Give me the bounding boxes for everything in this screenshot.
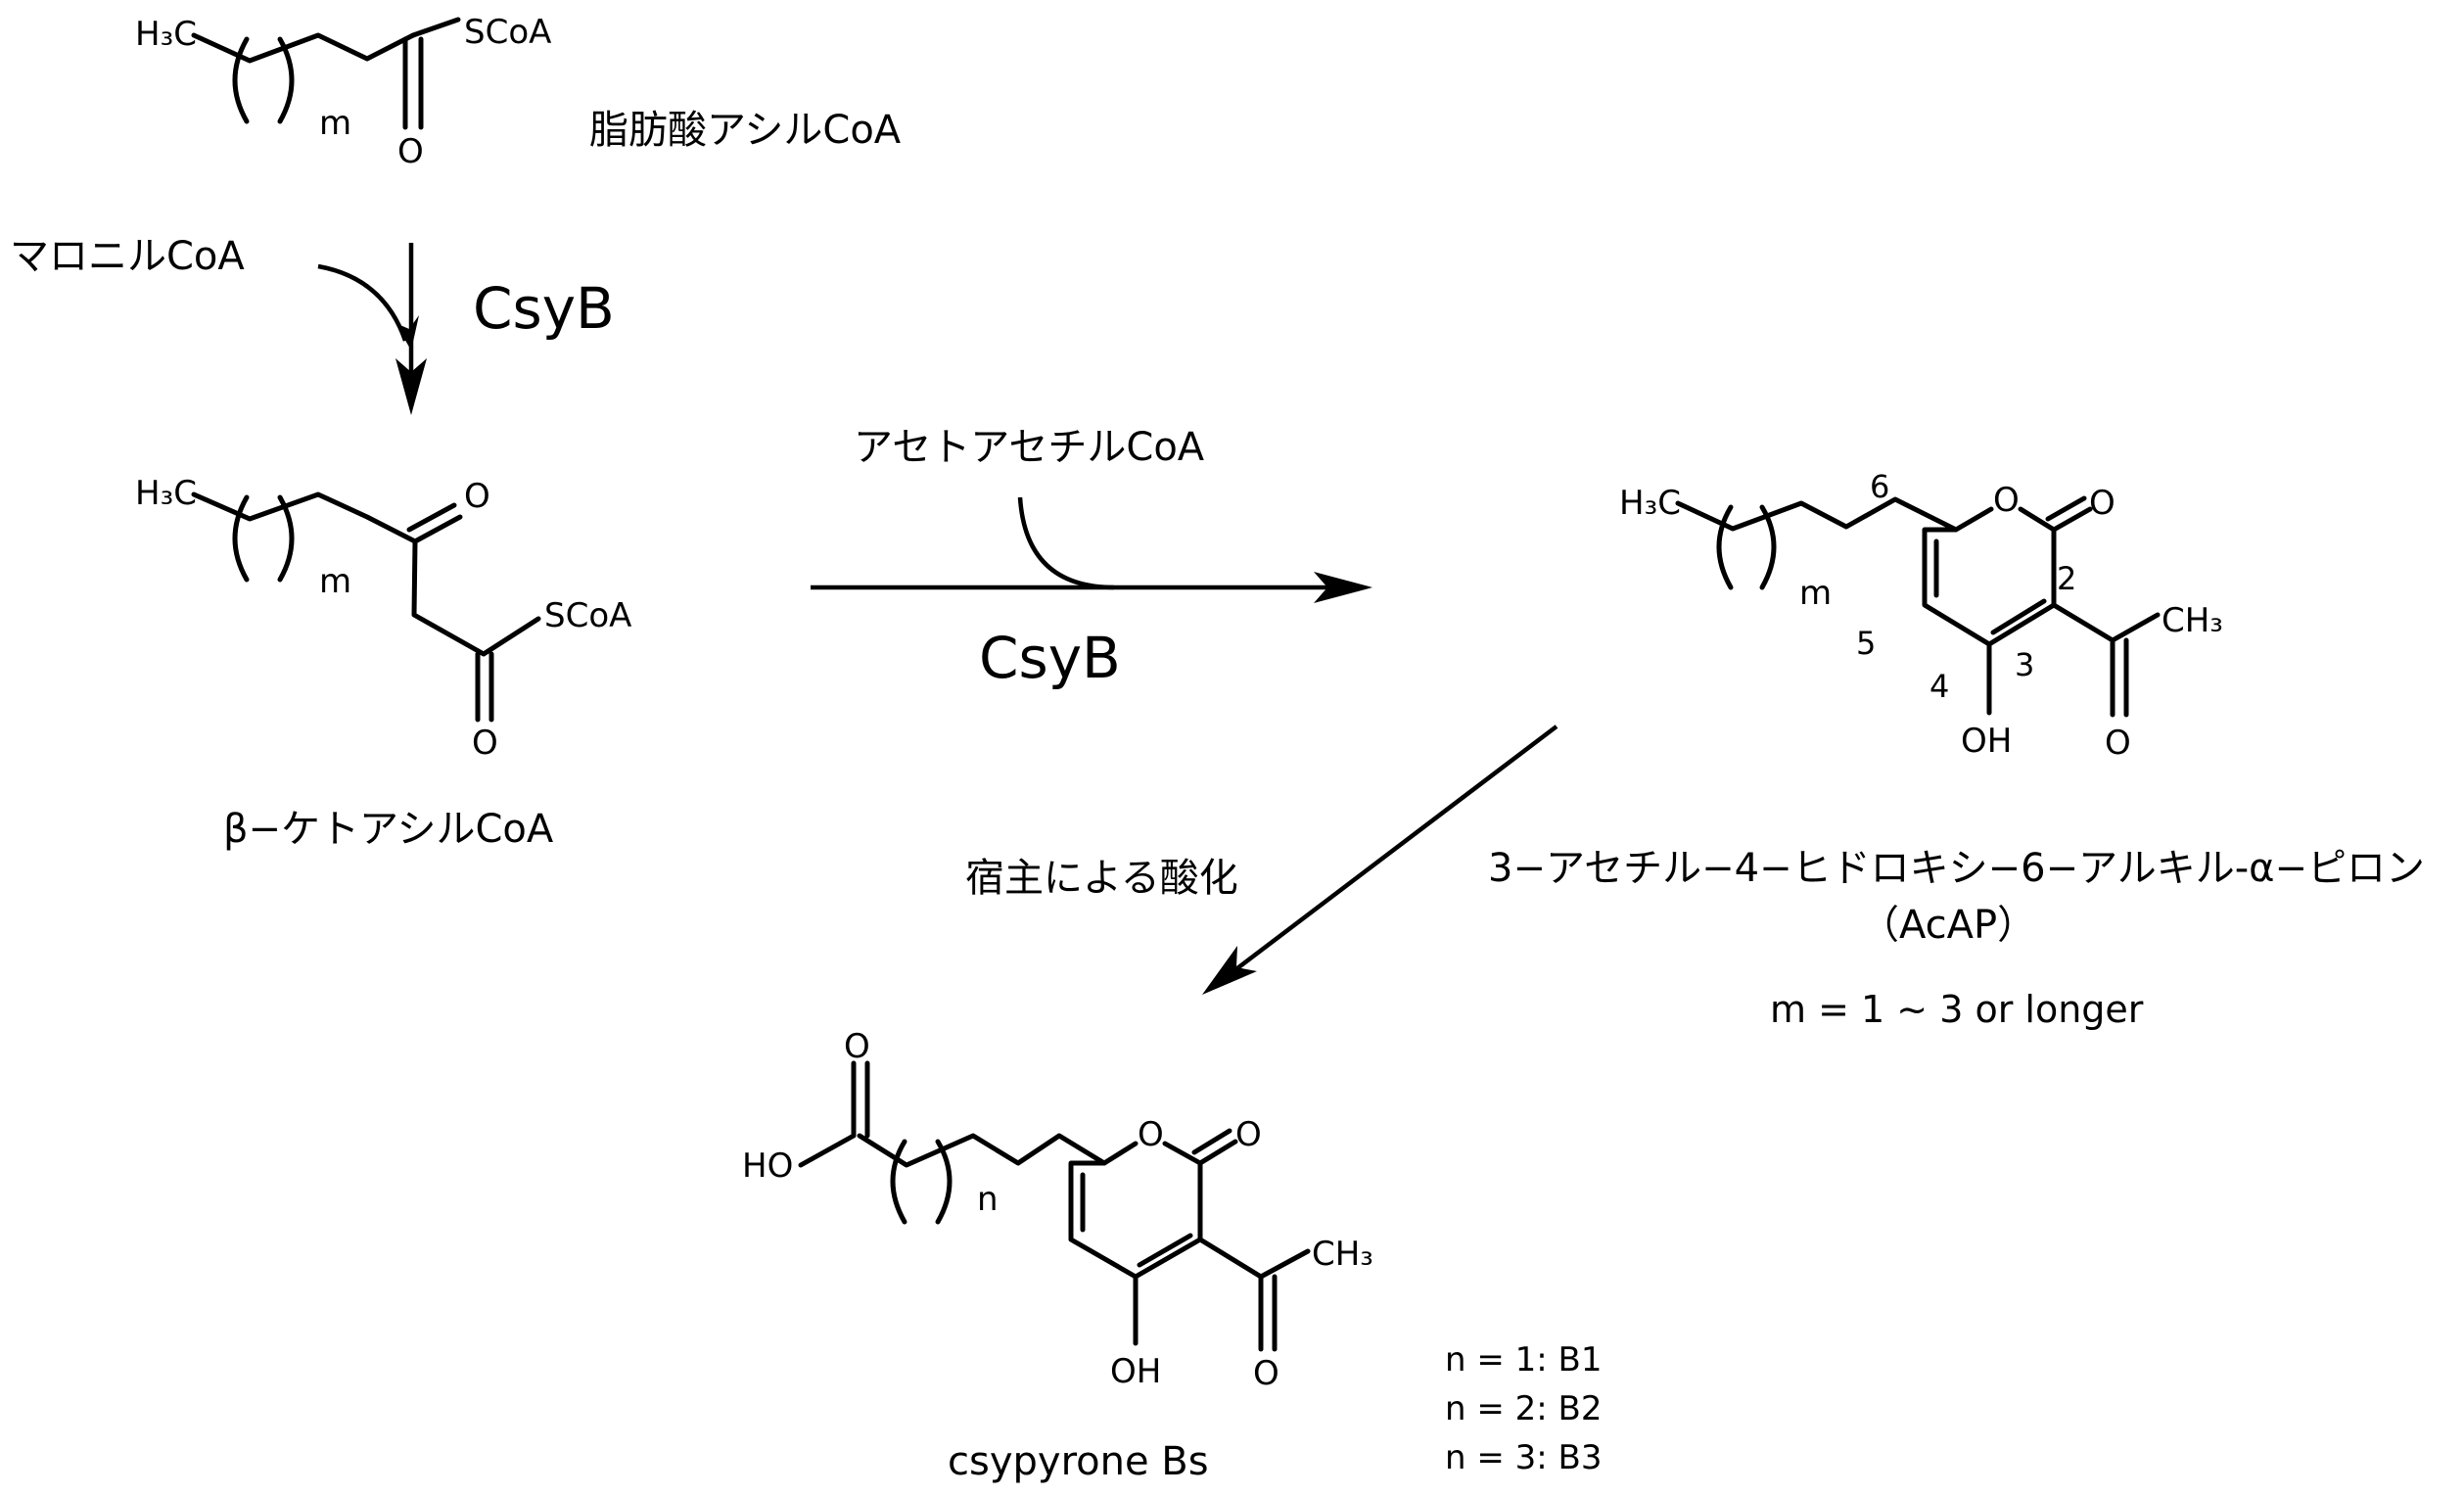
- csypyrone-ring: [1068, 1141, 1203, 1280]
- fatty-acyl-coa-label: 脂肪酸アシルCoA: [589, 108, 902, 153]
- acap-ch3: CH₃: [2162, 601, 2223, 640]
- csypyrone-oh: OH: [1110, 1352, 1161, 1391]
- csypyrone-ch3: CH₃: [1312, 1235, 1373, 1274]
- step2-reagent: アセトアセチルCoA: [854, 425, 1205, 470]
- acap-acetyl: [2051, 602, 2161, 718]
- step2-enzyme: CsyB: [979, 625, 1121, 691]
- step1-arrow-head: [395, 358, 427, 415]
- csypyrone-name: csypyrone Bs: [948, 1439, 1209, 1484]
- acap-ring-bond-c3c4: [1990, 598, 2047, 635]
- step2-arrow: アセトアセチルCoA CsyB: [811, 425, 1372, 691]
- acap-carbonyl-o: O: [2089, 484, 2115, 523]
- acap-pos6: 6: [1870, 468, 1889, 505]
- acap-abbr: （AcAP）: [1860, 903, 2036, 948]
- step1-enzyme: CsyB: [473, 275, 615, 342]
- step3-arrow: 宿主による酸化: [965, 725, 1558, 995]
- acap-h3c: H₃C: [1619, 484, 1681, 523]
- acap-name: 3−アセチル−4−ヒドロキシ−6−アルキル-α−ピロン: [1488, 846, 2425, 891]
- keto-acyl-h3c: H₃C: [135, 474, 197, 513]
- fatty-acyl-paren-right: [277, 36, 295, 124]
- csypyrone-paren-left: [890, 1139, 907, 1225]
- fatty-acyl-paren-left: [232, 36, 250, 124]
- acap-paren-right: [1759, 504, 1777, 590]
- fatty-acyl-skeleton: [191, 32, 416, 64]
- csypyrone-ring-carbonyl: [1191, 1128, 1238, 1166]
- csypyrone-acetyl: [1197, 1237, 1311, 1352]
- acap-ring: [1922, 506, 2057, 647]
- keto-acyl-o-top: O: [464, 477, 490, 516]
- step1-arrow: マロニルCoA CsyB: [10, 234, 615, 415]
- keto-acyl-paren-left: [232, 494, 250, 583]
- fatty-acyl-coa-structure: H₃C m O SCoA 脂肪酸アシルCoA: [135, 13, 902, 171]
- csypyrone-n1: n = 1: B1: [1445, 1340, 1603, 1379]
- csypyrone-acetyl-o: O: [1253, 1354, 1279, 1393]
- step1-reagent-curve: [317, 263, 408, 342]
- acap-ring-o: O: [1993, 481, 2020, 520]
- keto-acyl-ketone: [406, 502, 463, 544]
- csypyrone-ring-o: O: [1138, 1115, 1164, 1154]
- acap-pos2: 2: [2057, 560, 2076, 597]
- step3-arrow-head: [1202, 946, 1257, 995]
- step1-reagent: マロニルCoA: [10, 234, 245, 279]
- acap-ring-carbonyl: [2045, 495, 2093, 533]
- keto-acyl-scoa: SCoA: [544, 596, 631, 635]
- step3-label: 宿主による酸化: [965, 856, 1238, 901]
- acap-m-note: m = 1 ~ 3 or longer: [1770, 988, 2144, 1031]
- acap-oh: OH: [1961, 722, 2012, 761]
- csypyrone-structure: HO n O O O O CH₃ OH csypyrone Bs n = 1: …: [742, 1027, 1603, 1484]
- csypyrone-carbonyl-o: O: [1235, 1115, 1262, 1154]
- csypyrone-n: n: [977, 1180, 999, 1219]
- csypyrone-paren-right: [935, 1139, 953, 1225]
- acap-chain: [1675, 496, 1959, 533]
- keto-acyl-o-bottom: O: [472, 724, 498, 763]
- acap-pos3: 3: [2015, 646, 2034, 683]
- fatty-acyl-o: O: [397, 132, 424, 171]
- acap-pos5: 5: [1856, 625, 1876, 662]
- csypyrone-ring-bond-c3c4: [1137, 1233, 1193, 1268]
- acap-structure: H₃C m O O O CH₃ OH 6 2 3 4 5 3−アセチル−4−ヒド…: [1488, 468, 2425, 1031]
- step2-reagent-curve: [1017, 496, 1115, 590]
- keto-acyl-m: m: [319, 562, 351, 601]
- step3-arrow-shaft: [1232, 725, 1558, 973]
- csypyrone-acid: [798, 1060, 1107, 1168]
- csypyrone-acid-o: O: [844, 1027, 870, 1066]
- csypyrone-n3: n = 3: B3: [1445, 1438, 1603, 1477]
- acap-m: m: [1799, 574, 1832, 613]
- step1-reagent-head: [395, 315, 419, 351]
- keto-acyl-coa-label: β−ケトアシルCoA: [223, 807, 554, 852]
- keto-acyl-coa-structure: H₃C m O O SCoA β−ケトアシルCoA: [135, 474, 631, 852]
- fatty-acyl-m: m: [319, 104, 351, 143]
- keto-acyl-chain: [191, 491, 541, 657]
- csypyrone-ho: HO: [742, 1146, 793, 1186]
- csypyrone-n2: n = 2: B2: [1445, 1389, 1603, 1428]
- keto-acyl-thioester: [475, 651, 494, 723]
- step2-arrow-head: [1314, 572, 1372, 603]
- fatty-acyl-h3c: H₃C: [135, 15, 197, 54]
- fatty-acyl-carbonyl: [402, 36, 424, 130]
- keto-acyl-paren-right: [277, 494, 295, 583]
- acap-pos4: 4: [1929, 668, 1949, 705]
- acap-paren-left: [1716, 504, 1734, 590]
- fatty-acyl-s-bond: [410, 17, 461, 38]
- acap-acetyl-o: O: [2105, 724, 2131, 763]
- fatty-acyl-scoa: SCoA: [464, 13, 551, 52]
